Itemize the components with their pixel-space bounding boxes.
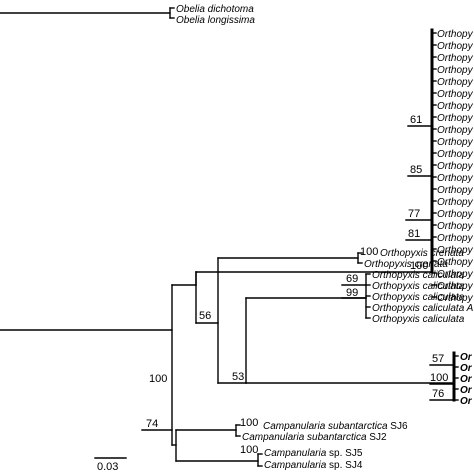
taxon-label: Or (460, 363, 473, 374)
taxon-label: Or (460, 385, 473, 396)
taxon-label: Obelia dichotoma (176, 4, 254, 15)
taxon-label: Orthopy (437, 161, 474, 172)
taxon-label: Orthopy (437, 125, 474, 136)
support-value: 69 (346, 273, 358, 285)
taxon-label: Orthopy (437, 197, 474, 208)
obelia-clade: Obelia dichotoma Obelia longissima (0, 4, 255, 26)
support-value: 74 (146, 418, 158, 430)
taxon-label: Or (460, 374, 473, 385)
taxon-code: SJ2 (369, 432, 387, 443)
taxon-label: Orthopy (437, 245, 474, 256)
support-value: 100 (240, 444, 258, 456)
support-value: 100 (410, 260, 428, 272)
taxon-label: Orthopy (437, 257, 474, 268)
taxon-label: Orthopy (437, 281, 474, 292)
taxon-label: Or (460, 396, 473, 407)
taxon-label: Orthopy (437, 149, 474, 160)
taxon-label: Orthopy (437, 89, 474, 100)
support-value: 100 (240, 417, 258, 429)
taxon-label: Orthopyxis caliculata (372, 270, 465, 281)
taxon-label: Campanularia subantarctica SJ2 (242, 432, 387, 443)
support-value: 76 (432, 388, 444, 400)
support-value: 61 (410, 114, 422, 126)
taxon-label: Orthopy (437, 101, 474, 112)
taxon-label: Orthopyxis caliculata (372, 314, 465, 325)
taxon-label: Orthopy (437, 233, 474, 244)
support-value: 77 (408, 208, 420, 220)
ortho-support: 61 85 77 81 100 (405, 114, 433, 272)
support-value: 100 (360, 246, 378, 258)
support-value: 57 (432, 353, 444, 365)
taxon-label: Orthopyxis caliculata (372, 281, 465, 292)
ortho-tips: Orthopy Orthopy Orthopy Orthopy Orthopy … (431, 29, 474, 304)
support-value: 99 (346, 287, 358, 299)
taxon-label: Orthopy (437, 269, 474, 280)
taxon-label: Or (460, 352, 473, 363)
taxon-code: sp. SJ4 (329, 460, 363, 471)
taxon-name: Campanularia subantarctica (263, 421, 388, 432)
taxon-label: Orthopyxis caliculata A (372, 303, 474, 314)
support-value: 85 (410, 164, 422, 176)
taxon-label: Orthopy (437, 221, 474, 232)
scale-bar-label: 0.03 (97, 461, 118, 473)
taxon-label: Orthopy (437, 113, 474, 124)
taxon-label: Orthopyxis caliculata (372, 292, 465, 303)
taxon-code: SJ6 (390, 421, 408, 432)
scale-bar: 0.03 (94, 457, 127, 473)
taxon-label: Orthopy (437, 209, 474, 220)
taxon-label: Obelia longissima (176, 15, 255, 26)
taxon-label: Orthopy (437, 137, 474, 148)
support-value: 100 (430, 372, 448, 384)
support-value: 56 (199, 310, 211, 322)
taxon-name: Campanularia (264, 460, 327, 471)
taxon-label: Orthopyxis crenata (364, 259, 448, 270)
taxon-label: Campanularia subantarctica SJ6 (263, 421, 408, 432)
support-value: 53 (232, 371, 244, 383)
taxon-label: Orthopy (437, 65, 474, 76)
taxon-label: Orthopyxis crenata (380, 248, 464, 259)
taxon-label: Campanularia sp. SJ5 (264, 448, 363, 459)
taxon-label: Orthopy (437, 173, 474, 184)
taxon-name: Campanularia (264, 448, 327, 459)
taxon-label: Orthopy (437, 53, 474, 64)
support-value: 81 (408, 228, 420, 240)
taxon-label: Orthopy (437, 29, 474, 40)
taxon-code: sp. SJ5 (329, 448, 363, 459)
taxon-label: Orthopy (437, 185, 474, 196)
taxon-name: Campanularia subantarctica (242, 432, 367, 443)
support-value: 100 (149, 373, 167, 385)
taxon-label: Orthopy (437, 293, 474, 304)
taxon-label: Orthopy (437, 41, 474, 52)
taxon-label: Campanularia sp. SJ4 (264, 460, 363, 471)
taxon-label: Orthopy (437, 77, 474, 88)
